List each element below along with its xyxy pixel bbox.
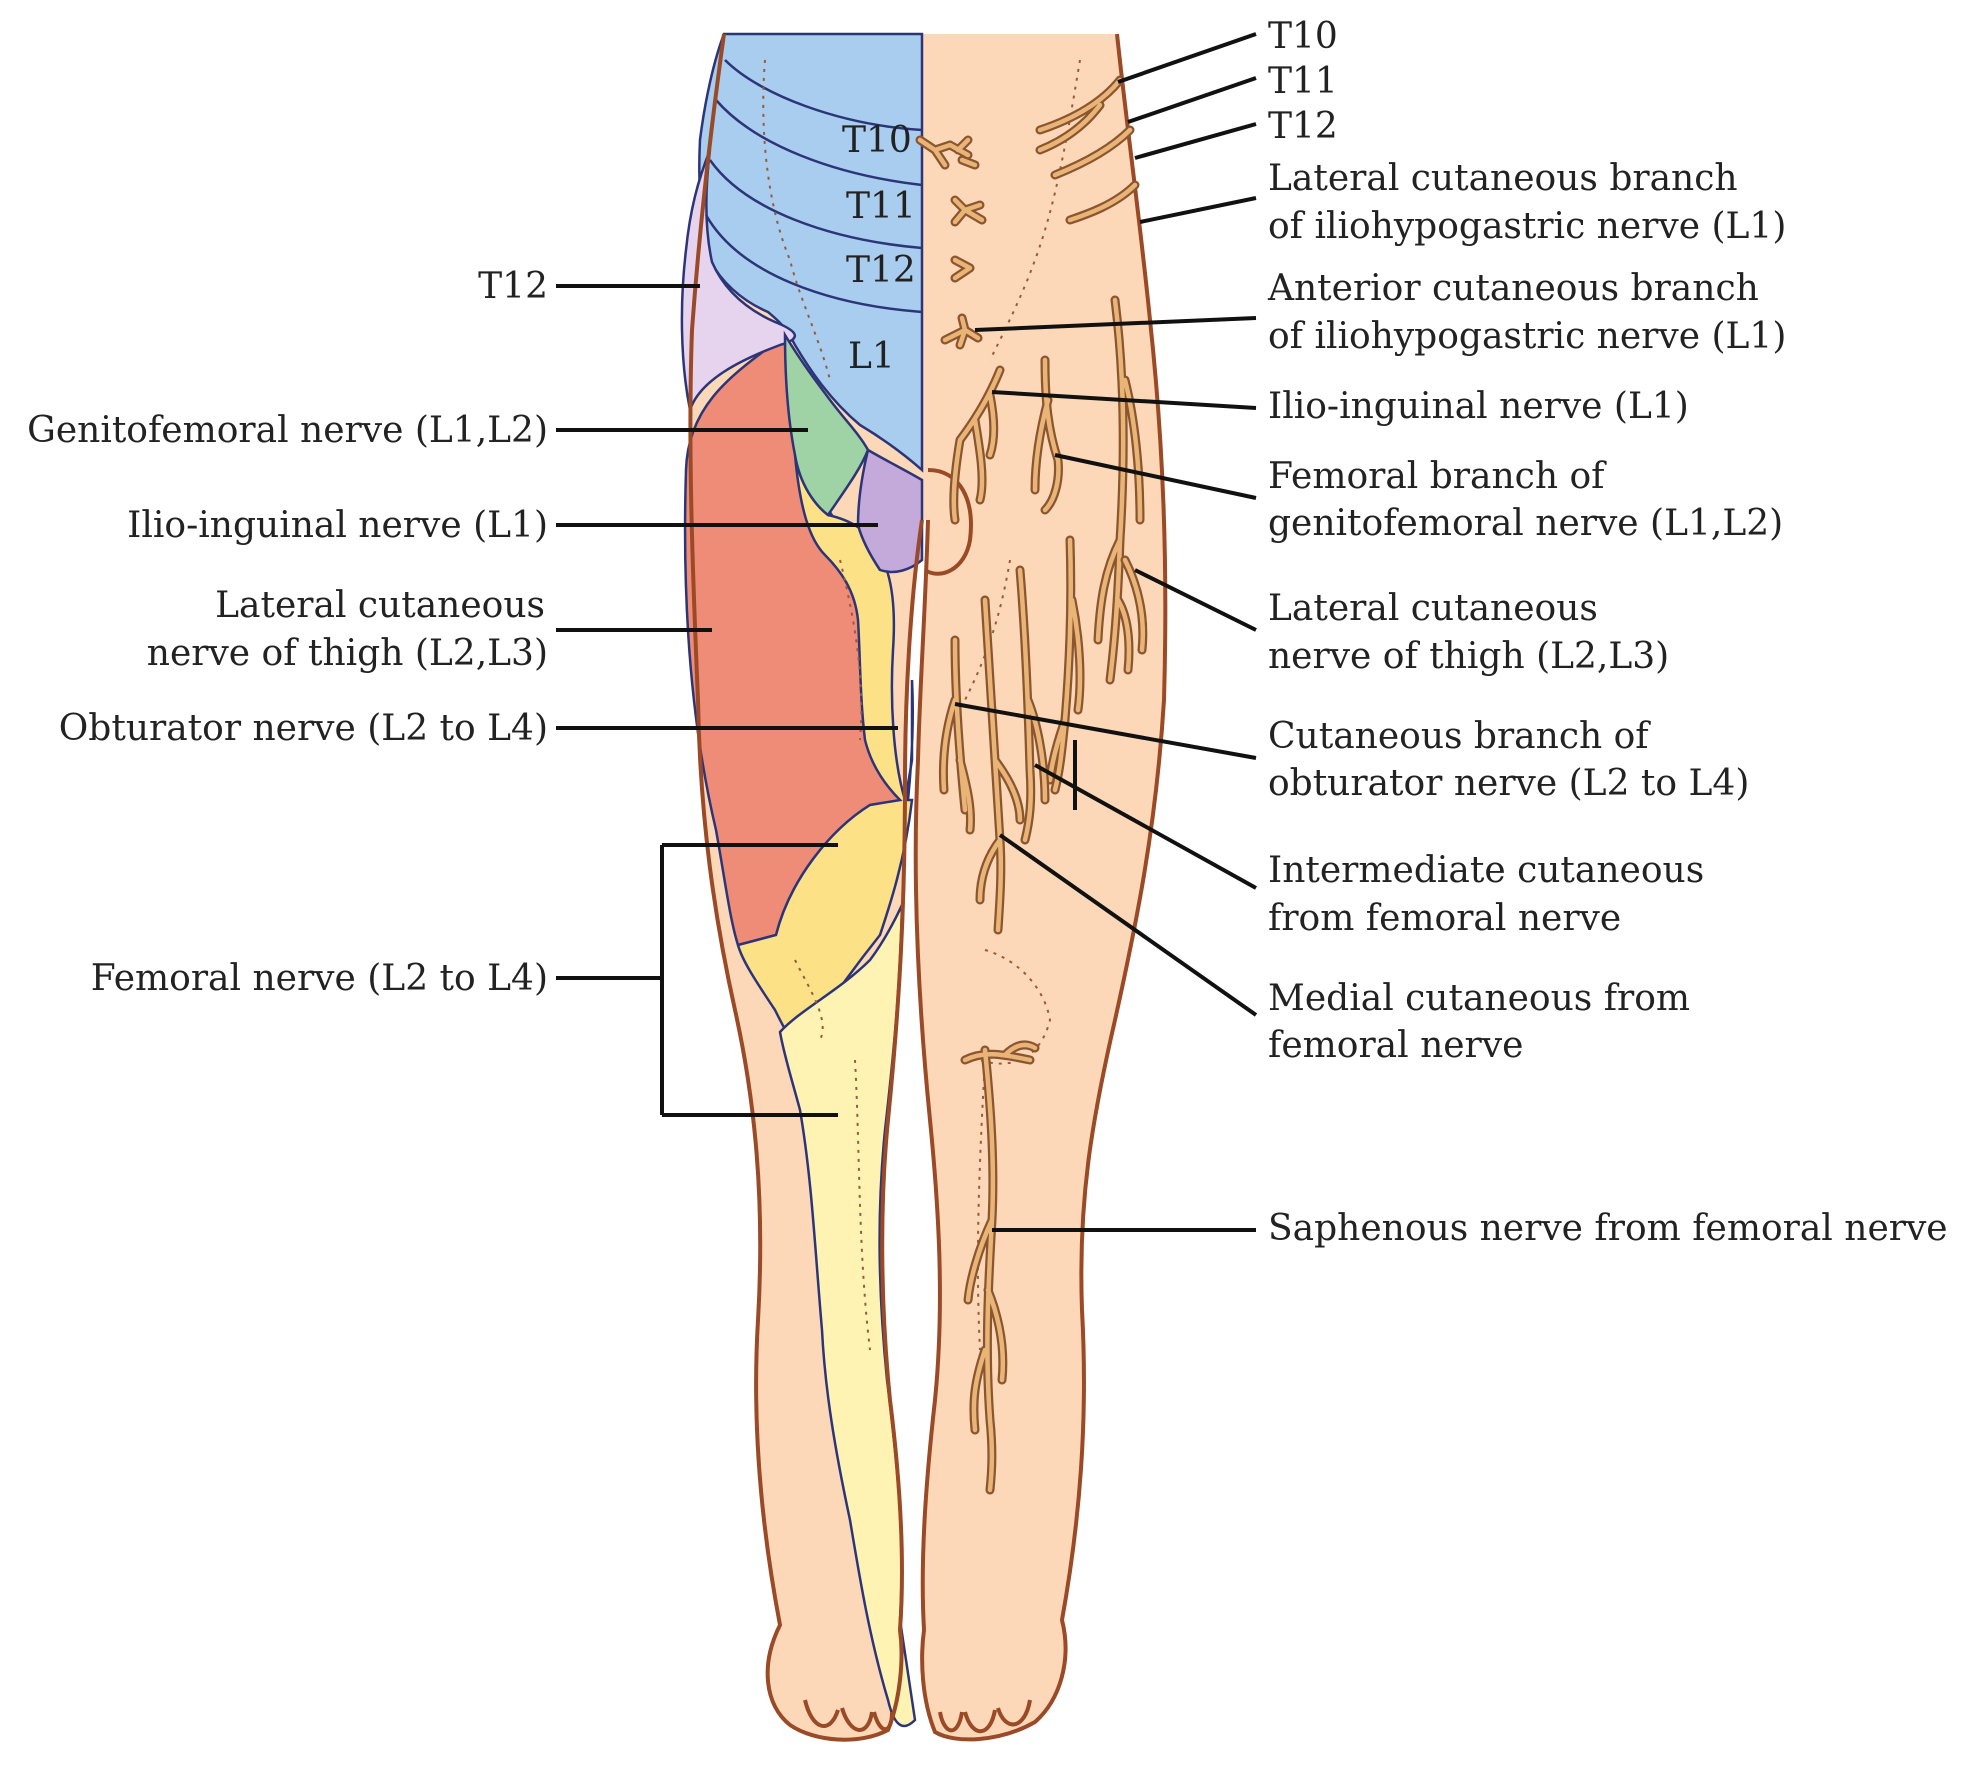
left-label-obturator: Obturator nerve (L2 to L4) — [59, 708, 548, 749]
right-label-medial-1: Medial cutaneous from — [1268, 978, 1690, 1019]
right-label-t10: T10 — [1268, 16, 1338, 57]
right-label-medial-2: femoral nerve — [1268, 1025, 1523, 1066]
right-label-t11: T11 — [1268, 61, 1338, 102]
right-label-femoral-branch-2: genitofemoral nerve (L1,L2) — [1268, 503, 1783, 544]
right-label-lat-iliohypogastric-2: of iliohypogastric nerve (L1) — [1268, 206, 1786, 247]
inner-label-t11: T11 — [846, 186, 916, 227]
right-label-ant-iliohypogastric-1: Anterior cutaneous branch — [1267, 268, 1759, 309]
inner-label-t12: T12 — [846, 250, 916, 291]
right-label-t12: T12 — [1268, 106, 1338, 147]
right-label-femoral-branch-1: Femoral branch of — [1268, 456, 1607, 497]
right-label-ilioinguinal: Ilio-inguinal nerve (L1) — [1268, 386, 1689, 427]
left-label-t12: T12 — [478, 266, 548, 307]
leader-lat-iliohypogastric — [1140, 198, 1256, 222]
right-label-saphenous: Saphenous nerve from femoral nerve — [1268, 1208, 1948, 1249]
leader-right-t10 — [1118, 34, 1256, 82]
right-label-obturator-branch-1: Cutaneous branch of — [1268, 716, 1651, 757]
right-label-lateral-cutaneous-2: nerve of thigh (L2,L3) — [1268, 636, 1669, 677]
leader-right-t12 — [1135, 124, 1256, 158]
inner-label-t10: T10 — [842, 120, 912, 161]
right-label-intermediate-1: Intermediate cutaneous — [1268, 850, 1704, 891]
inner-label-l1: L1 — [848, 336, 895, 377]
right-label-ant-iliohypogastric-2: of iliohypogastric nerve (L1) — [1268, 316, 1786, 357]
left-label-genitofemoral: Genitofemoral nerve (L1,L2) — [27, 410, 548, 451]
right-label-lat-iliohypogastric-1: Lateral cutaneous branch — [1268, 158, 1738, 199]
right-label-intermediate-2: from femoral nerve — [1268, 898, 1621, 939]
right-label-lateral-cutaneous-1: Lateral cutaneous — [1268, 588, 1598, 629]
left-label-ilioinguinal: Ilio-inguinal nerve (L1) — [127, 505, 548, 546]
left-label-lateral-cutaneous-1: Lateral cutaneous — [215, 585, 545, 626]
leader-right-t11 — [1128, 78, 1256, 122]
right-label-obturator-branch-2: obturator nerve (L2 to L4) — [1268, 763, 1749, 804]
left-label-lateral-cutaneous-2: nerve of thigh (L2,L3) — [147, 633, 548, 674]
left-label-femoral: Femoral nerve (L2 to L4) — [91, 958, 548, 999]
